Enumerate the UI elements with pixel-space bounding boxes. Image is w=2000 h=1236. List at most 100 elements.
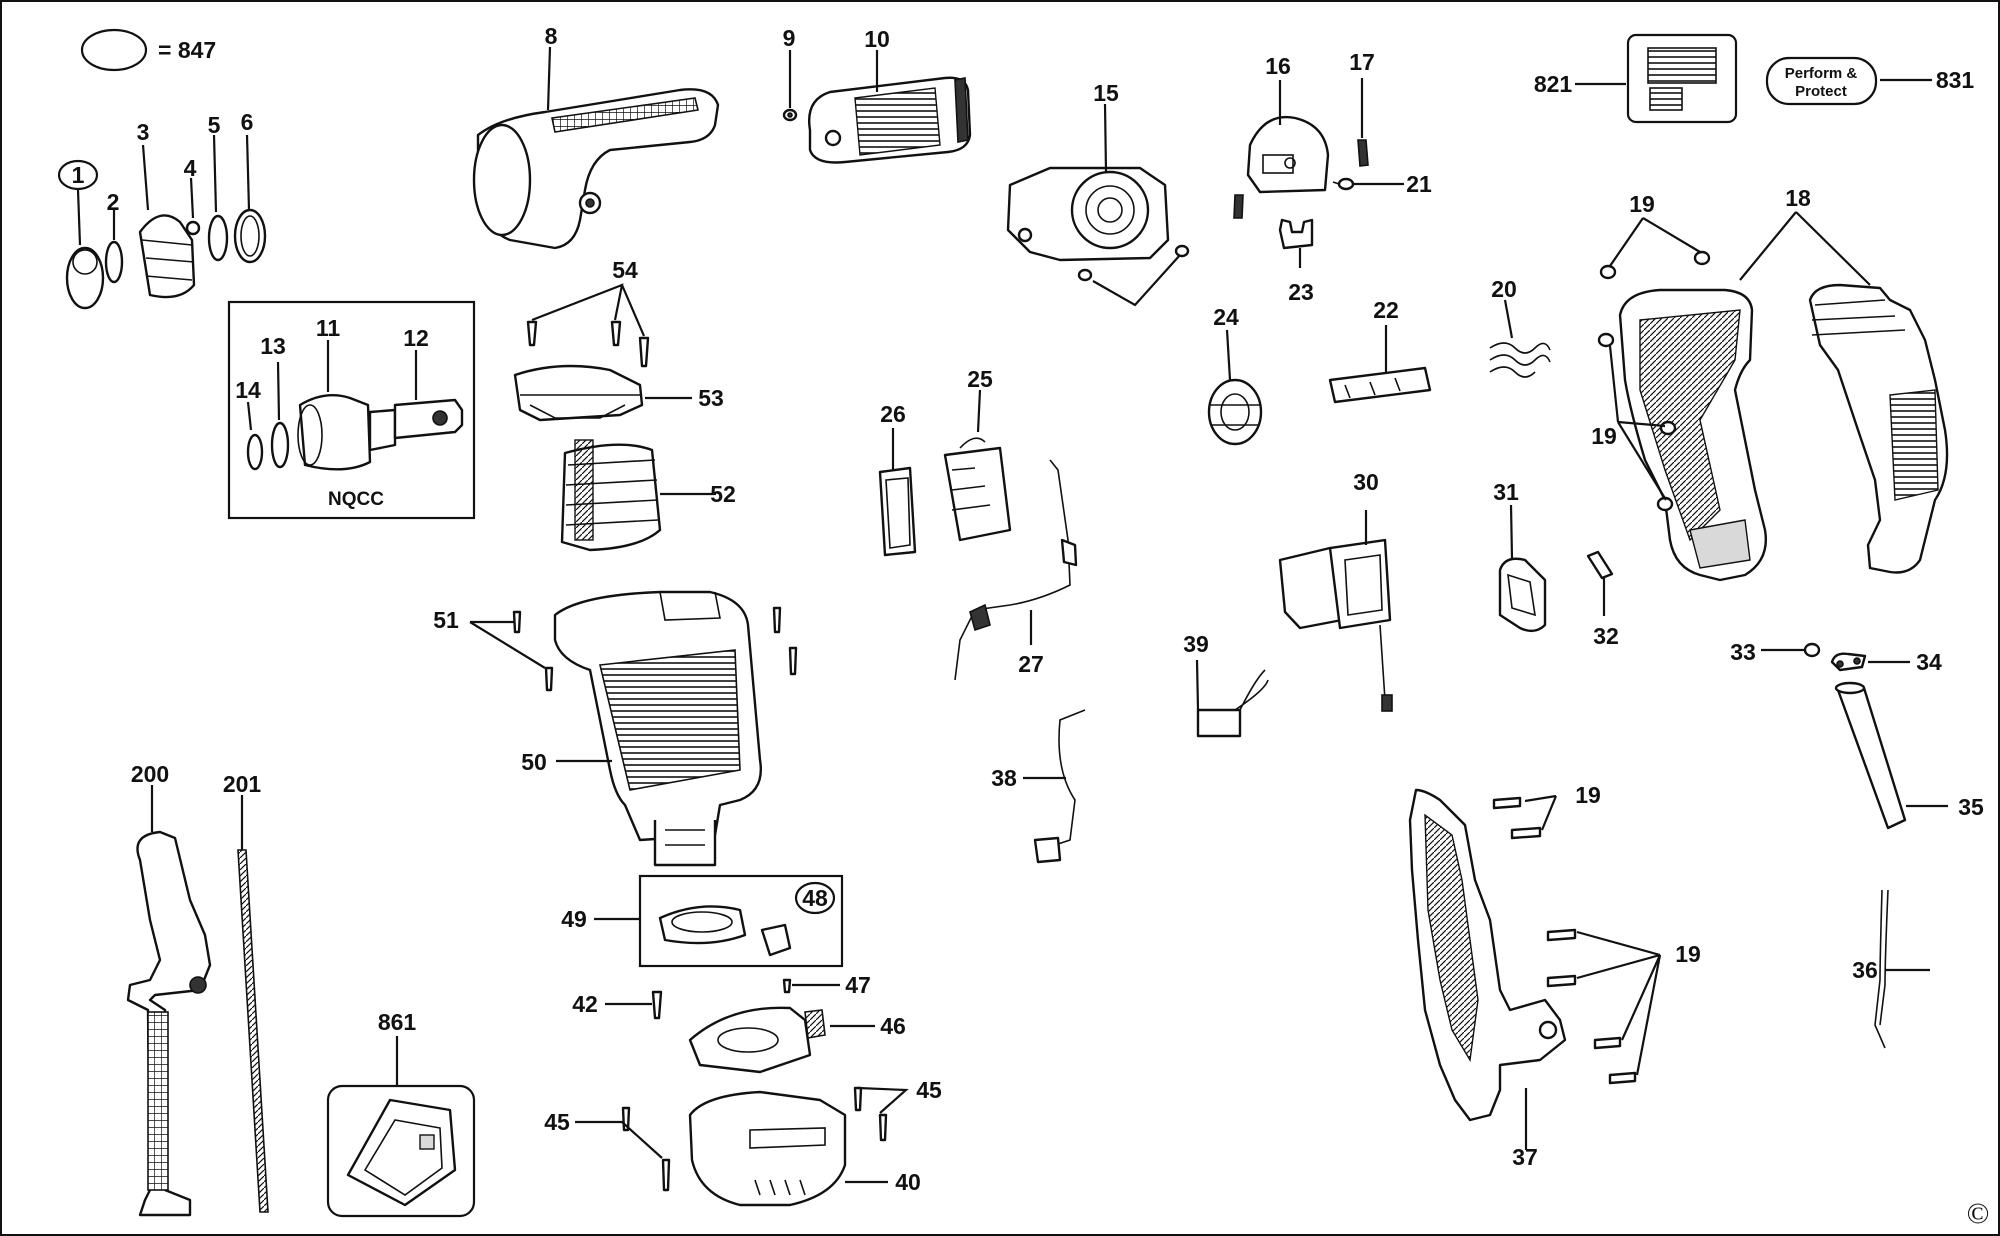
callout-33: 33 (1730, 639, 1756, 665)
callout-13: 13 (260, 333, 286, 359)
part-19-screws-top (1597, 250, 1711, 512)
part-54-screws (526, 320, 650, 368)
part-821-label-plate (1626, 33, 1738, 124)
callout-34: 34 (1916, 649, 1942, 675)
part-22-rod (1328, 366, 1432, 404)
callout-19-lower-a: 19 (1575, 782, 1601, 808)
part-19-screws-lower (1492, 796, 1637, 1085)
callout-36: 36 (1852, 957, 1878, 983)
callout-2: 2 (107, 189, 120, 215)
badge-text-2: Protect (1795, 83, 1847, 100)
legend-847: = 847 (80, 28, 216, 72)
part-9-screw (782, 108, 798, 122)
part-10-side-cover (808, 76, 972, 164)
callout-1: 1 (72, 162, 85, 188)
callout-45-right: 45 (916, 1077, 942, 1103)
callout-40: 40 (895, 1169, 921, 1195)
callout-831: 831 (1936, 67, 1975, 93)
callout-19-mid: 19 (1591, 423, 1617, 449)
callout-21: 21 (1406, 171, 1432, 197)
callout-53: 53 (698, 385, 724, 411)
callout-37: 37 (1512, 1144, 1538, 1170)
callout-51: 51 (433, 607, 459, 633)
callout-3: 3 (137, 119, 150, 145)
part-16-cap (1246, 115, 1330, 194)
part-36-cord (1874, 889, 1889, 1049)
part-26-module (878, 466, 917, 557)
nqcc-kit: NQCC (227, 300, 476, 520)
callout-42: 42 (572, 991, 598, 1017)
leader-lines (76, 46, 1948, 1184)
callout-49: 49 (561, 906, 587, 932)
callout-38: 38 (991, 765, 1017, 791)
callout-35: 35 (1958, 794, 1984, 820)
part-46-bottom-cover (688, 1006, 826, 1074)
callout-821: 821 (1534, 71, 1573, 97)
part-27-cable (954, 459, 1078, 681)
badge-text-1: Perform & (1785, 65, 1858, 82)
part-31-cap (1498, 557, 1547, 633)
part-51-screws (512, 606, 798, 692)
part-42-screw (651, 990, 663, 1020)
callout-52: 52 (710, 481, 736, 507)
callout-1-ring (57, 159, 99, 191)
callout-24: 24 (1213, 304, 1239, 330)
callout-47: 47 (845, 972, 871, 998)
part-32-pin (1586, 550, 1614, 580)
callout-labels: 1 2 3 4 5 6 8 9 10 11 12 13 14 15 16 17 … (72, 23, 1984, 1195)
part-47-screw (782, 978, 792, 994)
callout-48: 48 (802, 885, 828, 911)
callout-200: 200 (131, 761, 169, 787)
chuck-parts (65, 208, 267, 310)
part-38-cable (1033, 709, 1086, 864)
callout-54: 54 (612, 257, 638, 283)
callout-22: 22 (1373, 297, 1399, 323)
callout-19-top: 19 (1629, 191, 1655, 217)
copyright-mark: © (1967, 1197, 1990, 1230)
part-25-electronics (943, 437, 1012, 542)
callout-4: 4 (184, 155, 197, 181)
callout-9-top: 9 (783, 25, 796, 51)
part-37-handle-half (1408, 788, 1567, 1122)
callout-26: 26 (880, 401, 906, 427)
callout-25: 25 (967, 366, 993, 392)
callout-201: 201 (223, 771, 262, 797)
callout-45-left: 45 (544, 1109, 570, 1135)
part-49-48-kit (638, 874, 844, 968)
part-33-screw (1803, 642, 1821, 658)
callout-17: 17 (1349, 49, 1375, 75)
part-9-screws-pair (1077, 244, 1190, 282)
part-17-pins (1233, 139, 1369, 219)
kit-label: NQCC (328, 489, 384, 510)
part-23-clip (1278, 218, 1314, 250)
part-53-brush-plate (513, 364, 644, 422)
callout-31: 31 (1493, 479, 1519, 505)
part-200-side-handle (126, 830, 212, 1217)
legend-text: = 847 (158, 37, 216, 63)
part-201-depth-rod (237, 849, 269, 1213)
part-15-front-plate (1006, 166, 1170, 262)
part-40-bottom-housing (688, 1090, 847, 1207)
part-35-sleeve (1834, 681, 1907, 830)
callout-23: 23 (1288, 279, 1314, 305)
part-861-case (326, 1084, 476, 1218)
callout-39: 39 (1183, 631, 1209, 657)
part-20-spring (1489, 342, 1551, 378)
callout-5: 5 (208, 112, 221, 138)
callout-10: 10 (864, 26, 890, 52)
part-34-clamp (1830, 652, 1867, 672)
part-8-gear-cover (472, 88, 720, 250)
callout-8: 8 (545, 23, 558, 49)
part-24-bearing (1207, 378, 1263, 446)
callout-19-lower-b: 19 (1675, 941, 1701, 967)
callout-861: 861 (378, 1009, 417, 1035)
part-18-handle-left (1618, 288, 1767, 582)
part-30-switch (1278, 538, 1393, 712)
callout-18: 18 (1785, 185, 1811, 211)
callout-12: 12 (403, 325, 429, 351)
part-39-capacitor (1196, 669, 1269, 738)
callout-14: 14 (235, 377, 261, 403)
callout-46: 46 (880, 1013, 906, 1039)
callout-50: 50 (521, 749, 547, 775)
